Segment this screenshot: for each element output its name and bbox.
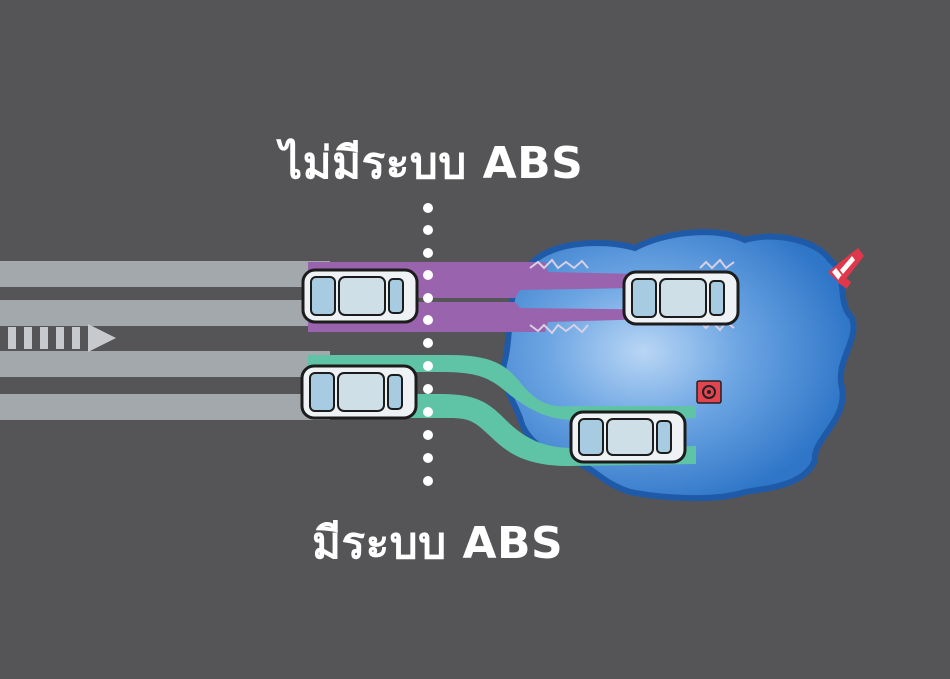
- road-stripe: [0, 394, 330, 420]
- direction-arrow-icon: [8, 324, 116, 352]
- obstacle-marker-icon: [696, 380, 722, 404]
- road-stripe: [0, 351, 330, 377]
- car-icon: [569, 410, 687, 464]
- label-without-abs: ไม่มีระบบ ABS: [280, 138, 584, 189]
- road-stripe: [0, 300, 330, 326]
- road-stripe: [0, 261, 330, 287]
- road-lanes: [0, 261, 330, 420]
- divider-dots: [423, 203, 433, 486]
- car-icon: [300, 364, 418, 420]
- traffic-cone-icon: [828, 248, 864, 289]
- car-icon: [301, 268, 419, 324]
- car-icon: [622, 270, 740, 326]
- label-with-abs: มีระบบ ABS: [312, 518, 564, 569]
